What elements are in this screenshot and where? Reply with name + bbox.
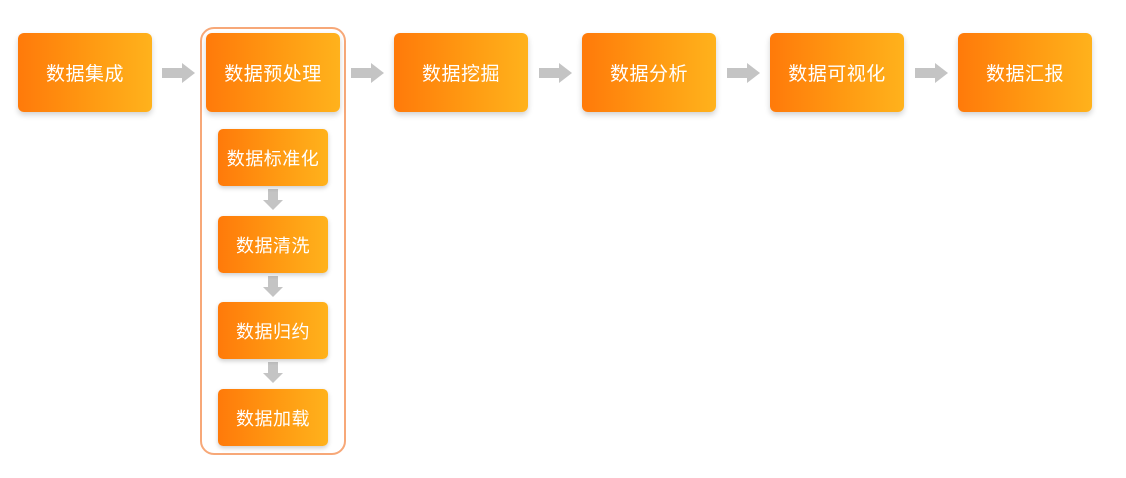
preprocessing-group-frame: [200, 27, 346, 455]
arrow-right-icon: [727, 63, 760, 83]
step-analysis: 数据分析: [582, 33, 716, 112]
arrow-right-icon: [915, 63, 948, 83]
arrow-right-icon: [351, 63, 384, 83]
arrow-down-icon: [263, 276, 283, 297]
arrow-right-icon: [162, 63, 195, 83]
arrow-down-icon: [263, 189, 283, 210]
step-integration: 数据集成: [18, 33, 152, 112]
substep-loading: 数据加载: [218, 389, 328, 446]
step-visualization: 数据可视化: [770, 33, 904, 112]
substep-cleaning: 数据清洗: [218, 216, 328, 273]
substep-standardization: 数据标准化: [218, 129, 328, 186]
substep-reduction: 数据归约: [218, 302, 328, 359]
arrow-down-icon: [263, 362, 283, 383]
step-reporting: 数据汇报: [958, 33, 1092, 112]
step-preprocessing: 数据预处理: [206, 33, 340, 112]
step-mining: 数据挖掘: [394, 33, 528, 112]
arrow-right-icon: [539, 63, 572, 83]
